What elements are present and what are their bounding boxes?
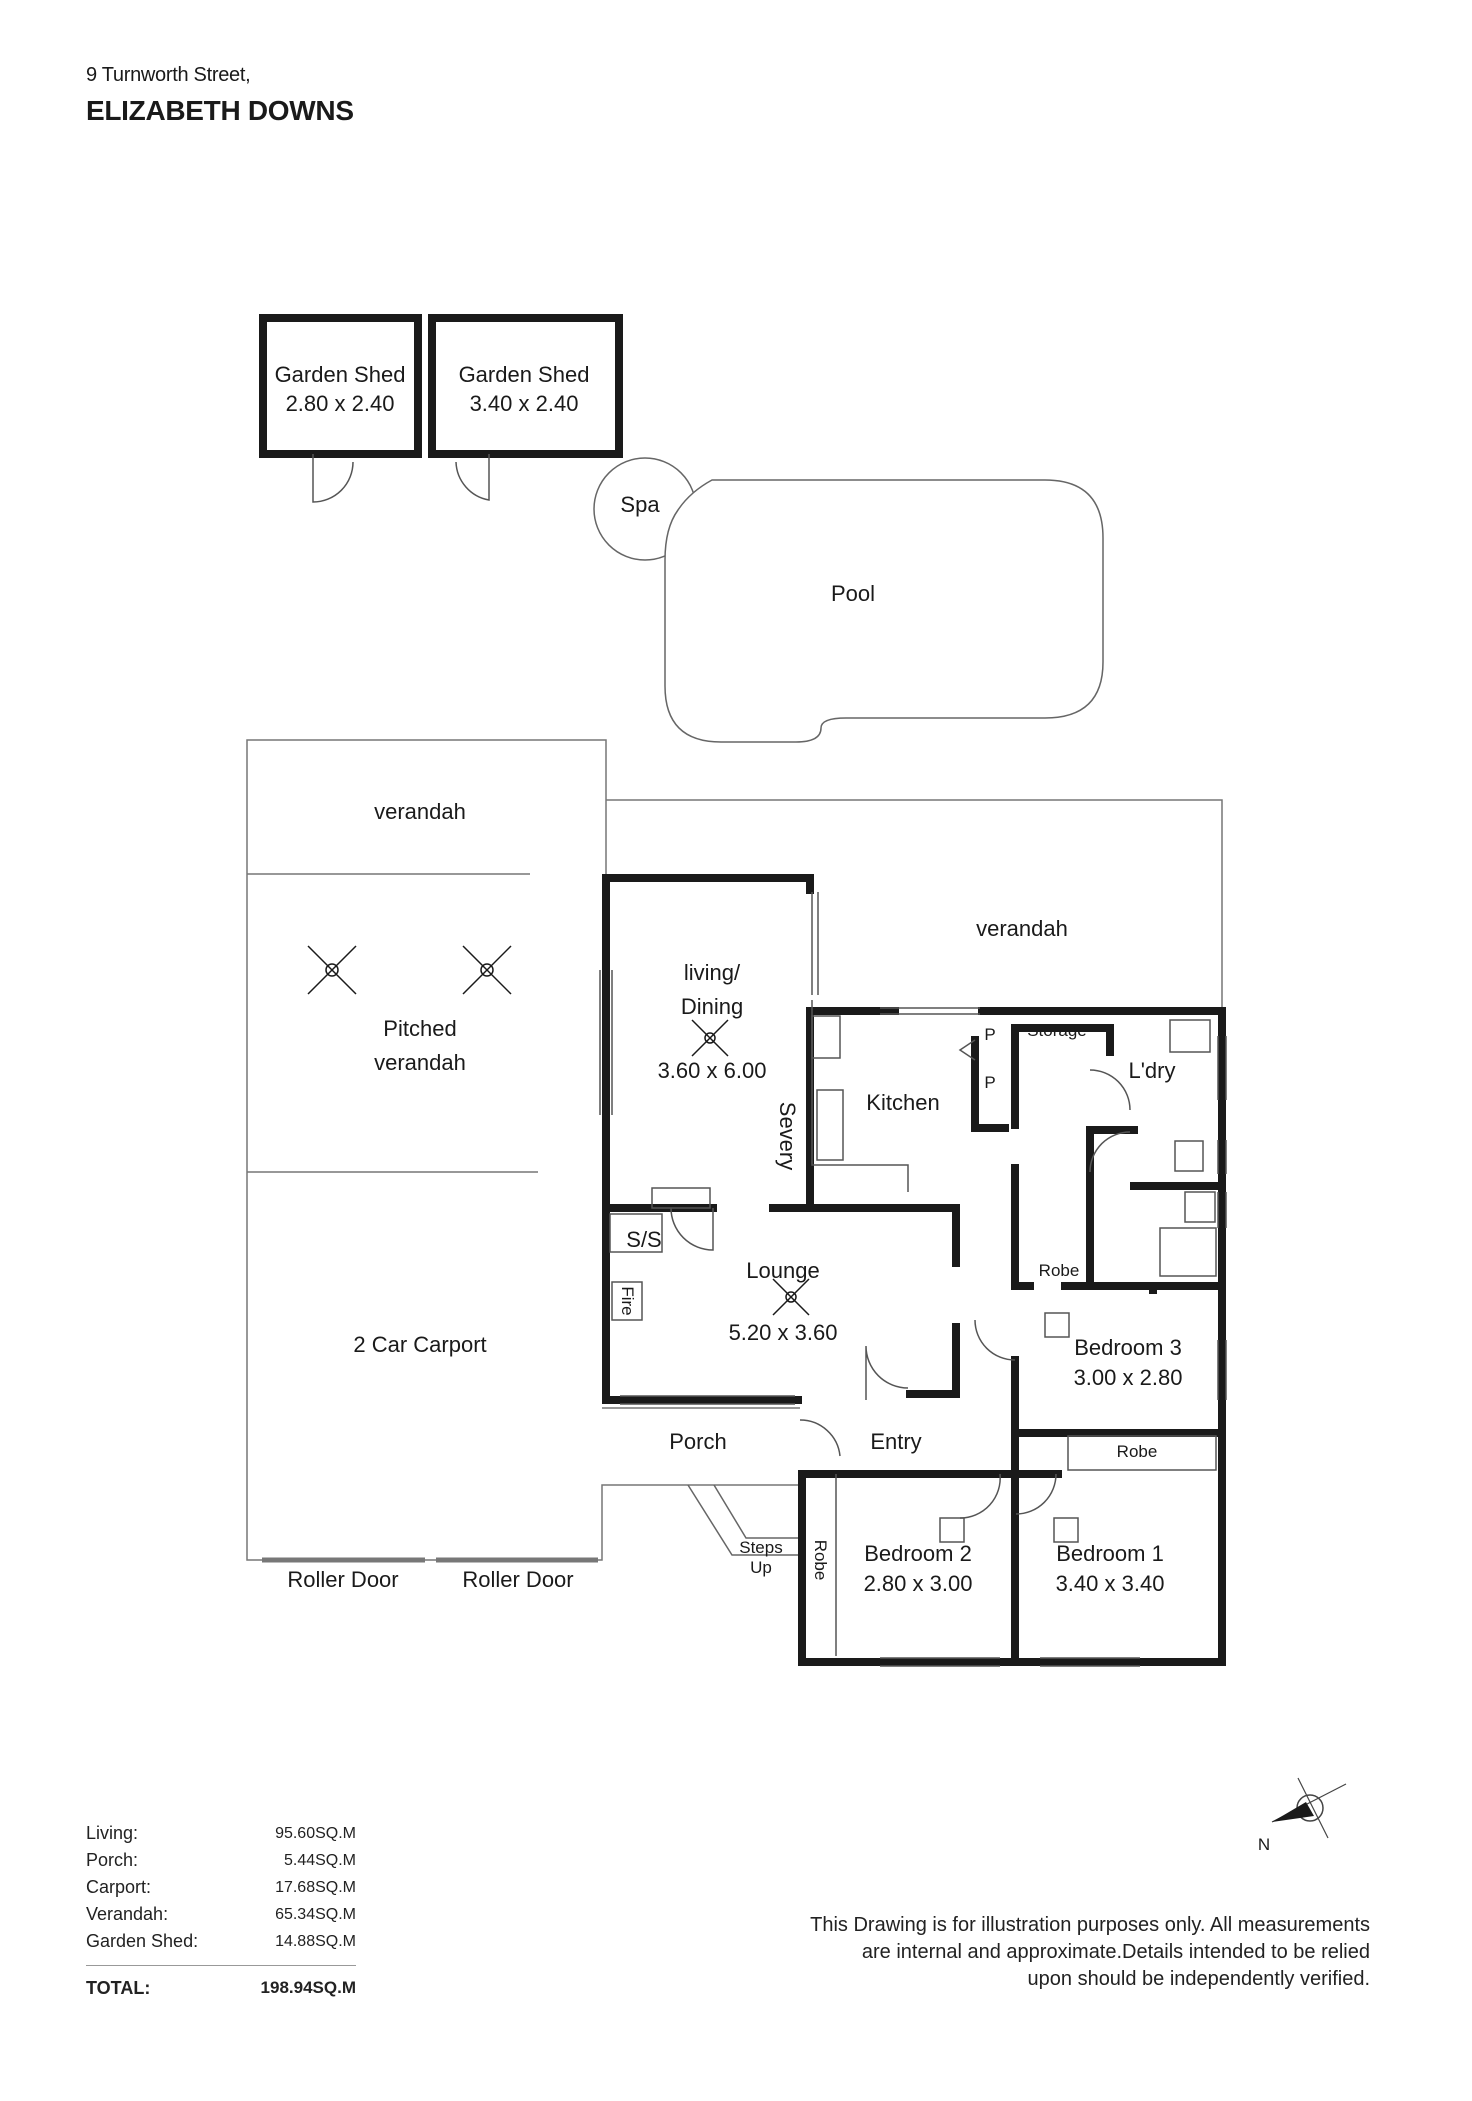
pool-label: Pool xyxy=(831,581,875,606)
total-row: TOTAL: 198.94SQ.M xyxy=(86,1978,356,1999)
shed1-dim: 2.80 x 2.40 xyxy=(286,391,395,416)
kitchen-label: Kitchen xyxy=(866,1090,939,1115)
living-label-2: Dining xyxy=(681,994,743,1019)
area-label: Verandah: xyxy=(86,1904,169,1924)
bed1-dim: 3.40 x 3.40 xyxy=(1056,1571,1165,1596)
ss-label: S/S xyxy=(626,1227,661,1252)
verandah-outline xyxy=(246,739,798,1561)
laundry-label: L'dry xyxy=(1129,1058,1176,1083)
shed1-door xyxy=(312,454,354,503)
area-summary: Living: 95.60SQ.M Porch: 5.44SQ.M Carpor… xyxy=(86,1820,356,1999)
storage-label: Storage xyxy=(1027,1021,1087,1040)
area-row: Porch: 5.44SQ.M xyxy=(86,1847,356,1874)
steps-label-2: Up xyxy=(750,1558,772,1577)
carport-label: 2 Car Carport xyxy=(353,1332,486,1357)
total-divider xyxy=(86,1965,356,1966)
disclaimer-line-1: This Drawing is for illustration purpose… xyxy=(810,1914,1370,1936)
shed1-label: Garden Shed xyxy=(275,362,406,387)
ceiling-fan-icon xyxy=(462,945,512,995)
pitched-verandah-label-1: Pitched xyxy=(383,1016,456,1041)
area-value: 95.60SQ.M xyxy=(275,1824,356,1842)
roller-door-2-label: Roller Door xyxy=(462,1567,573,1592)
compass-north-label: N xyxy=(1258,1835,1270,1854)
windows xyxy=(599,892,1227,1667)
area-row: Carport: 17.68SQ.M xyxy=(86,1874,356,1901)
spa-label: Spa xyxy=(620,492,660,517)
address-line: 9 Turnworth Street, xyxy=(86,64,251,86)
area-value: 65.34SQ.M xyxy=(275,1905,356,1923)
robe-bed1-label: Robe xyxy=(1117,1442,1158,1461)
disclaimer: This Drawing is for illustration purpose… xyxy=(730,1912,1370,1993)
fire-label: Fire xyxy=(618,1286,637,1315)
lounge-label: Lounge xyxy=(746,1258,819,1283)
area-row: Verandah: 65.34SQ.M xyxy=(86,1901,356,1928)
verandah-right-label: verandah xyxy=(976,916,1068,941)
robe-bed2-label: Robe xyxy=(811,1540,830,1581)
garden-shed-2 xyxy=(428,314,623,501)
robe-bed3-label: Robe xyxy=(1039,1261,1080,1280)
area-value: 17.68SQ.M xyxy=(275,1878,356,1896)
bed1-label: Bedroom 1 xyxy=(1056,1541,1164,1566)
area-label: Garden Shed: xyxy=(86,1931,199,1951)
shed2-door xyxy=(455,454,490,501)
bed3-dim: 3.00 x 2.80 xyxy=(1074,1365,1183,1390)
area-label: Porch: xyxy=(86,1850,139,1870)
lounge-dim: 5.20 x 3.60 xyxy=(729,1320,838,1345)
total-value: 198.94SQ.M xyxy=(260,1978,356,1997)
bed3-label: Bedroom 3 xyxy=(1074,1335,1182,1360)
shed2-label: Garden Shed xyxy=(459,362,590,387)
doors xyxy=(670,1039,1131,1519)
area-value: 14.88SQ.M xyxy=(275,1932,356,1950)
pantry-1-label: P xyxy=(984,1025,995,1044)
entry-label: Entry xyxy=(870,1429,921,1454)
porch-label: Porch xyxy=(669,1429,726,1454)
roller-door-1-label: Roller Door xyxy=(287,1567,398,1592)
fittings xyxy=(609,1000,1217,1656)
area-value: 5.44SQ.M xyxy=(283,1851,356,1869)
area-row: Garden Shed: 14.88SQ.M xyxy=(86,1928,356,1955)
garden-shed-1 xyxy=(259,314,422,503)
disclaimer-line-2: are internal and approximate.Details int… xyxy=(861,1941,1370,1963)
suburb-title: ELIZABETH DOWNS xyxy=(86,95,354,126)
disclaimer-line-3: upon should be independently verified. xyxy=(1027,1968,1370,1990)
pitched-verandah-label-2: verandah xyxy=(374,1050,466,1075)
total-label: TOTAL: xyxy=(86,1978,151,1998)
compass-icon xyxy=(1271,1777,1347,1839)
ceiling-fan-icon xyxy=(772,1278,810,1316)
steps-label-1: Steps xyxy=(739,1538,782,1557)
bed2-label: Bedroom 2 xyxy=(864,1541,972,1566)
ceiling-fan-icon xyxy=(691,1019,729,1057)
living-label-1: living/ xyxy=(684,960,741,985)
pantry-2-label: P xyxy=(984,1073,995,1092)
ceiling-fan-icon xyxy=(307,945,357,995)
area-row: Living: 95.60SQ.M xyxy=(86,1820,356,1847)
pool xyxy=(664,479,1104,743)
property-header: 9 Turnworth Street, ELIZABETH DOWNS xyxy=(86,64,354,127)
bed2-dim: 2.80 x 3.00 xyxy=(864,1571,973,1596)
area-label: Carport: xyxy=(86,1877,152,1897)
shed2-dim: 3.40 x 2.40 xyxy=(470,391,579,416)
area-label: Living: xyxy=(86,1823,139,1843)
verandah-top-label: verandah xyxy=(374,799,466,824)
living-dim: 3.60 x 6.00 xyxy=(658,1058,767,1083)
severy-label: Severy xyxy=(775,1102,800,1170)
